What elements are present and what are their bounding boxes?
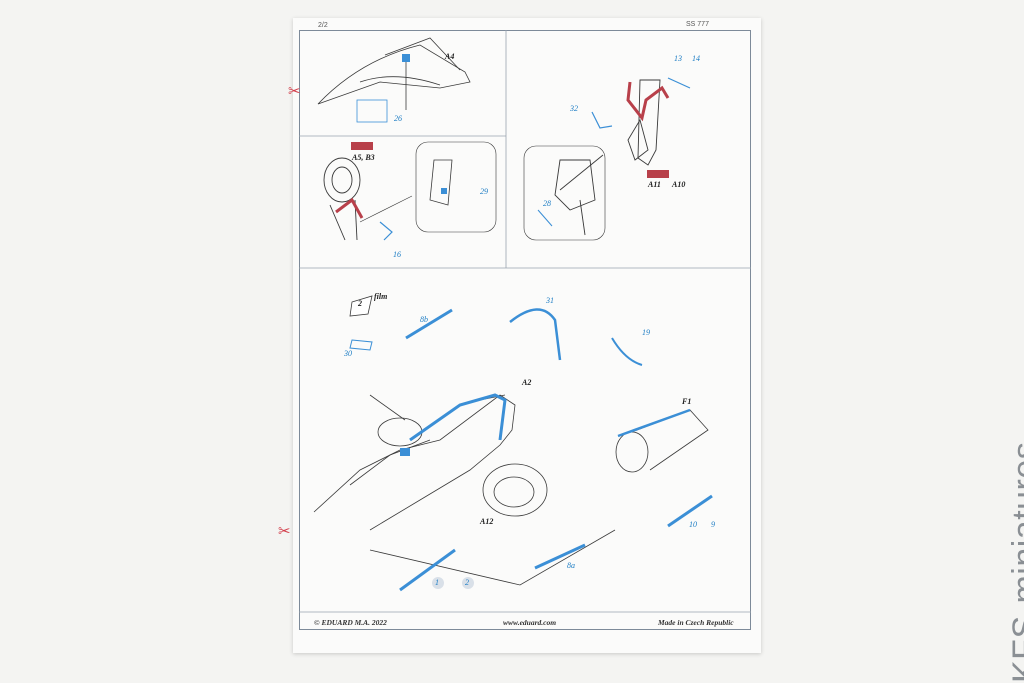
ref-a10: A10: [672, 180, 686, 189]
blue-cockpit-rail: [409, 393, 507, 442]
wheel-diagram: [323, 157, 361, 241]
paint-swatch-right: [647, 170, 669, 178]
detail-bubble-right: [523, 145, 606, 241]
part-1-label: 1: [435, 578, 439, 587]
part-16-label: 16: [393, 250, 401, 259]
part-10: [667, 494, 713, 528]
watermark-text: KFS-miniatures: [1006, 441, 1024, 683]
part-26-drawing: [356, 99, 388, 123]
film-label: film: [374, 292, 388, 301]
part-19-label: 19: [642, 328, 650, 337]
part-31-label: 31: [546, 296, 554, 305]
ref-a11: A11: [648, 180, 661, 189]
part-30: [349, 339, 373, 351]
ref-f1: F1: [682, 397, 692, 406]
part-10-label: 10: [689, 520, 697, 529]
film-number: 2: [358, 299, 362, 308]
part-8b-label: 8b: [420, 315, 428, 324]
footer-copyright: © EDUARD M.A. 2022: [314, 618, 387, 627]
red-paint-marks: [626, 81, 670, 122]
part-31: [509, 308, 562, 361]
part-29-label: 29: [480, 187, 488, 196]
part-1: [399, 548, 456, 592]
part-28-label: 28: [543, 199, 551, 208]
gear-leg-diagram: [554, 79, 661, 236]
part-8a: [534, 543, 586, 570]
part-2-label: 2: [465, 578, 469, 587]
detail-bubble-left: [415, 141, 497, 233]
canopy-diagram: [317, 37, 471, 110]
part-8b: [405, 308, 453, 340]
film-icon: [349, 295, 373, 317]
part-13-label: 13: [674, 54, 682, 63]
part-26-label: 26: [394, 114, 402, 123]
sheet-frame: [299, 30, 751, 630]
footer-website: www.eduard.com: [503, 618, 557, 627]
part-14-label: 14: [692, 54, 700, 63]
panel-dividers: [299, 30, 751, 613]
ref-a4: A4: [445, 52, 455, 61]
ref-a2: A2: [522, 378, 532, 387]
blue-etch-parts: [591, 77, 691, 129]
instruction-sheet: [293, 18, 761, 653]
cut-mark-bottom: ✂: [278, 522, 291, 540]
ref-a5-b3: A5, B3: [352, 153, 375, 162]
part-19: [611, 337, 643, 366]
fuselage-assembly: [313, 394, 616, 586]
part-9-label: 9: [711, 520, 715, 529]
sheet-code: SS 777: [686, 21, 709, 28]
red-paint-wheel: [335, 197, 364, 219]
part-8a-label: 8a: [567, 561, 575, 570]
cut-mark-top: ✂: [288, 82, 301, 100]
part-30-label: 30: [344, 349, 352, 358]
watermark: KFS-miniatures: [958, 438, 1024, 683]
part-32-label: 32: [570, 104, 578, 113]
footer-origin: Made in Czech Republic: [658, 618, 734, 627]
page-label: 2/2: [318, 22, 328, 29]
paint-swatch-left: [351, 142, 373, 150]
ref-a12: A12: [480, 517, 494, 526]
